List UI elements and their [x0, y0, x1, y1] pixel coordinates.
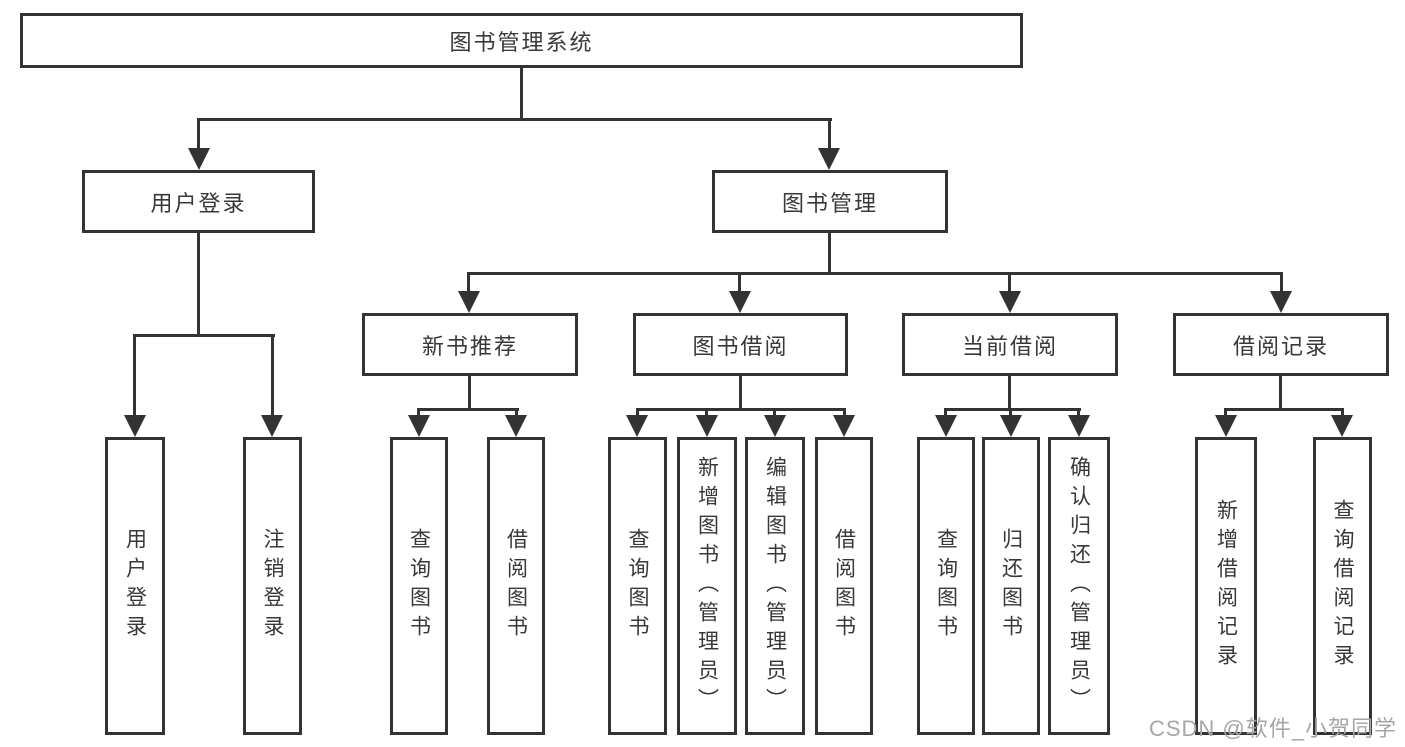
connector-user-login-branch	[133, 334, 275, 337]
node-user-login-label: 用户登录	[150, 190, 247, 216]
arrow-down-icon	[626, 415, 648, 437]
connector-drop	[1280, 272, 1283, 292]
connector-root-stub	[520, 68, 523, 121]
connector-drop	[133, 334, 136, 416]
connector-book-borrow-stub	[739, 376, 742, 411]
leaf-br-query-record: 查询借阅记录	[1313, 437, 1372, 735]
arrow-down-icon	[408, 415, 430, 437]
leaf-user-login: 用户登录	[105, 437, 165, 735]
arrow-down-icon	[188, 148, 210, 170]
connector-drop	[705, 408, 708, 417]
connector-book-mgmt-stub	[828, 233, 831, 275]
leaf-br-query-record-label: 查询借阅记录	[1331, 499, 1354, 673]
leaf-bb-add-books-admin: 新增图书（管理员）	[677, 437, 737, 735]
connector-drop	[843, 408, 846, 417]
leaf-logout-label: 注销登录	[261, 528, 284, 644]
node-borrow-records-label: 借阅记录	[1232, 333, 1329, 359]
node-root-label: 图书管理系统	[449, 29, 594, 55]
connector-book-borrow-branch	[636, 408, 846, 411]
leaf-logout: 注销登录	[243, 437, 302, 735]
connector-new-books-stub	[468, 376, 471, 411]
arrow-down-icon	[505, 415, 527, 437]
connector-level2-branch	[197, 118, 832, 121]
arrow-down-icon	[696, 415, 718, 437]
node-current-borrow: 当前借阅	[902, 313, 1118, 376]
leaf-nb-borrow-books-label: 借阅图书	[504, 528, 528, 644]
connector-drop	[467, 272, 470, 292]
connector-drop	[271, 334, 274, 416]
arrow-down-icon	[1270, 291, 1292, 313]
connector-drop	[515, 408, 518, 417]
connector-current-borrow-stub	[1008, 376, 1011, 411]
arrow-down-icon	[124, 415, 146, 437]
connector-drop	[636, 408, 639, 417]
connector-borrow-records-branch	[1224, 408, 1344, 411]
connector-drop	[197, 118, 200, 149]
connector-drop	[1008, 272, 1011, 292]
leaf-nb-query-books-label: 查询图书	[407, 528, 431, 644]
connector-drop	[828, 118, 831, 149]
connector-level3-branch	[467, 272, 1283, 275]
leaf-nb-query-books: 查询图书	[390, 437, 448, 735]
leaf-cb-return-books: 归还图书	[982, 437, 1040, 735]
arrow-down-icon	[261, 415, 283, 437]
arrow-down-icon	[764, 415, 786, 437]
leaf-br-add-record-label: 新增借阅记录	[1214, 499, 1238, 673]
leaf-nb-borrow-books: 借阅图书	[487, 437, 545, 735]
arrow-down-icon	[729, 291, 751, 313]
node-book-management: 图书管理	[712, 170, 948, 233]
node-user-login: 用户登录	[82, 170, 315, 233]
connector-drop	[1224, 408, 1227, 417]
connector-drop	[738, 272, 741, 292]
leaf-bb-borrow-books: 借阅图书	[815, 437, 873, 735]
arrow-down-icon	[935, 415, 957, 437]
arrow-down-icon	[818, 148, 840, 170]
leaf-bb-borrow-books-label: 借阅图书	[832, 528, 856, 644]
leaf-bb-query-books-label: 查询图书	[626, 528, 649, 644]
leaf-bb-edit-books-admin-label: 编辑图书（管理员）	[763, 455, 787, 717]
arrow-down-icon	[458, 291, 480, 313]
leaf-cb-confirm-return-admin: 确认归还（管理员）	[1048, 437, 1110, 735]
node-root: 图书管理系统	[20, 13, 1023, 68]
leaf-bb-query-books: 查询图书	[608, 437, 667, 735]
node-current-borrow-label: 当前借阅	[961, 333, 1058, 359]
arrow-down-icon	[1215, 415, 1237, 437]
connector-drop	[1341, 408, 1344, 417]
arrow-down-icon	[999, 291, 1021, 313]
connector-drop	[1077, 408, 1080, 417]
node-new-book-recommend-label: 新书推荐	[421, 333, 518, 359]
node-book-borrow: 图书借阅	[633, 313, 848, 376]
connector-drop	[944, 408, 947, 417]
arrow-down-icon	[1068, 415, 1090, 437]
leaf-user-login-label: 用户登录	[123, 528, 147, 644]
connector-user-login-stub	[197, 233, 200, 337]
leaf-bb-edit-books-admin: 编辑图书（管理员）	[745, 437, 805, 735]
connector-current-borrow-branch	[944, 408, 1081, 411]
connector-drop	[773, 408, 776, 417]
leaf-bb-add-books-admin-label: 新增图书（管理员）	[695, 455, 719, 717]
leaf-cb-query-books-label: 查询图书	[934, 528, 958, 644]
node-new-book-recommend: 新书推荐	[362, 313, 578, 376]
csdn-watermark: CSDN @软件_小贺同学	[1148, 716, 1397, 741]
node-borrow-records: 借阅记录	[1173, 313, 1389, 376]
leaf-cb-return-books-label: 归还图书	[999, 528, 1023, 644]
connector-drop	[417, 408, 420, 417]
leaf-cb-confirm-return-admin-label: 确认归还（管理员）	[1067, 455, 1091, 717]
arrow-down-icon	[833, 415, 855, 437]
node-book-management-label: 图书管理	[781, 190, 878, 216]
leaf-cb-query-books: 查询图书	[917, 437, 975, 735]
leaf-br-add-record: 新增借阅记录	[1195, 437, 1257, 735]
node-book-borrow-label: 图书借阅	[692, 333, 789, 359]
connector-borrow-records-stub	[1279, 376, 1282, 411]
arrow-down-icon	[1331, 415, 1353, 437]
connector-drop	[1009, 408, 1012, 417]
arrow-down-icon	[1000, 415, 1022, 437]
connector-new-books-branch	[417, 408, 519, 411]
